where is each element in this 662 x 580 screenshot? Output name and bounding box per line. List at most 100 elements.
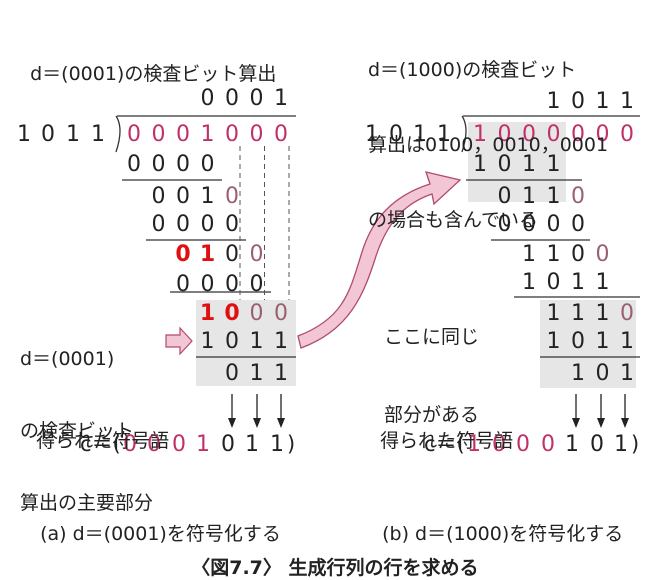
left-step-digit: 0 xyxy=(225,212,239,237)
left-title: d＝(0001)の検査ビット算出 xyxy=(30,63,277,85)
right-step-digit: 0 xyxy=(571,329,585,354)
right-step-digit: 1 xyxy=(547,184,561,209)
left-step-digit: 0 xyxy=(152,184,166,209)
left-step-digit: 1 xyxy=(201,184,215,209)
left-step-digit: 0 xyxy=(250,272,264,297)
left-dividend-digit: 0 xyxy=(274,122,288,147)
left-step-digit: 0 xyxy=(175,242,190,267)
right-dividend-digit: 0 xyxy=(522,122,536,147)
left-codeword-digit: 0 xyxy=(221,432,235,457)
left-step-digit: 0 xyxy=(225,361,239,386)
left-caption: (a) d＝(0001)を符号化する xyxy=(40,523,281,545)
right-divisor-digit: 1 xyxy=(437,122,451,147)
right-title-line-3: の場合も含んでいる xyxy=(368,209,539,231)
right-dividend-digit: 0 xyxy=(620,122,634,147)
right-shade-bottom xyxy=(540,300,636,388)
right-step-digit: 1 xyxy=(596,329,610,354)
right-step-digit: 0 xyxy=(596,361,610,386)
left-shade-main xyxy=(196,300,296,360)
right-result-label: 得られた符号語 xyxy=(380,430,514,452)
left-step-digit: 0 xyxy=(201,212,215,237)
left-step-digit: 0 xyxy=(225,242,239,267)
left-division-bracket xyxy=(115,115,121,153)
left-step-digit: 0 xyxy=(225,272,239,297)
left-codeword-digit: 0 xyxy=(172,432,186,457)
left-step-digit: 0 xyxy=(250,242,264,267)
right-shade-top xyxy=(468,122,566,202)
right-divisor-digit: 1 xyxy=(365,122,379,147)
right-codeword-digit: 0 xyxy=(516,432,530,457)
left-step-digit: 0 xyxy=(225,329,239,354)
right-step-digit: 0 xyxy=(571,184,585,209)
right-dividend-digit: 0 xyxy=(498,122,512,147)
right-title-line-2: 算出は0100，0010，0001 xyxy=(368,134,609,156)
left-divisor-digit: 1 xyxy=(17,122,31,147)
left-pointer-arrow xyxy=(165,326,193,356)
left-step-digit: 1 xyxy=(201,329,215,354)
right-down-arrowhead xyxy=(572,418,580,428)
right-step-digit: 0 xyxy=(547,212,561,237)
right-dividend-digit: 0 xyxy=(547,122,561,147)
right-step-digit: 1 xyxy=(620,361,634,386)
right-step-digit: 1 xyxy=(596,270,610,295)
right-divisor-digit: 0 xyxy=(389,122,403,147)
left-step-digit: 1 xyxy=(200,301,215,326)
right-caption: (b) d＝(1000)を符号化する xyxy=(382,523,624,545)
right-step-digit: 0 xyxy=(571,212,585,237)
left-codeword-digit: 0 xyxy=(147,432,161,457)
right-codeword-prefix: c＝( xyxy=(424,432,465,456)
left-codeword-prefix: c＝( xyxy=(80,432,121,456)
right-codeword-digit: 0 xyxy=(492,432,506,457)
arrows-layer xyxy=(165,171,629,428)
left-result-label: 得られた符号語 xyxy=(36,430,170,452)
left-quotient-digit: 0 xyxy=(250,86,264,111)
left-divisor-digit: 0 xyxy=(41,122,55,147)
left-step-digit: 1 xyxy=(250,329,264,354)
curved-link-arrow xyxy=(297,171,462,349)
left-step-digit: 0 xyxy=(225,184,239,209)
right-divisor-digit: 1 xyxy=(413,122,427,147)
right-step-digit: 1 xyxy=(571,270,585,295)
left-down-arrowhead xyxy=(277,418,285,428)
right-note: ここに同じ 部分がある xyxy=(384,272,479,454)
right-codeword-digit: 0 xyxy=(541,432,555,457)
right-step-digit: 1 xyxy=(571,301,585,326)
left-divisor-digit: 1 xyxy=(66,122,80,147)
left-codeword-digit: 1 xyxy=(270,432,284,457)
left-codeword-digit: 1 xyxy=(196,432,210,457)
right-step-digit: 0 xyxy=(498,152,512,177)
left-codeword-digit: 0 xyxy=(123,432,137,457)
left-down-arrowhead xyxy=(228,418,236,428)
right-codeword-digit: 1 xyxy=(565,432,579,457)
left-down-arrowhead xyxy=(253,418,261,428)
figure-caption: 〈図7.7〉 生成行列の行を求める xyxy=(191,557,479,579)
right-quotient-digit: 1 xyxy=(620,89,634,114)
right-title: d＝(1000)の検査ビット 算出は0100，0010，0001 の場合も含んで… xyxy=(368,8,608,258)
right-step-digit: 0 xyxy=(522,212,536,237)
right-step-digit: 0 xyxy=(620,301,634,326)
right-step-digit: 0 xyxy=(498,184,512,209)
left-step-digit: 0 xyxy=(274,301,288,326)
left-step-digit: 0 xyxy=(224,301,239,326)
left-dividend-digit: 0 xyxy=(250,122,264,147)
left-dividend-digit: 0 xyxy=(127,122,141,147)
left-step-digit: 0 xyxy=(152,212,166,237)
right-step-digit: 1 xyxy=(620,329,634,354)
right-quotient-digit: 0 xyxy=(571,89,585,114)
right-step-digit: 1 xyxy=(547,152,561,177)
right-step-digit: 0 xyxy=(498,212,512,237)
left-step-digit: 0 xyxy=(250,301,264,326)
left-step-digit: 1 xyxy=(274,329,288,354)
left-step-digit: 0 xyxy=(201,152,215,177)
left-codeword-suffix: ) xyxy=(287,432,295,456)
right-step-digit: 1 xyxy=(547,242,561,267)
left-quotient-digit: 1 xyxy=(274,86,288,111)
right-dividend-digit: 0 xyxy=(596,122,610,147)
right-dividend-digit: 0 xyxy=(571,122,585,147)
right-step-digit: 1 xyxy=(473,152,487,177)
right-step-digit: 0 xyxy=(547,270,561,295)
left-dividend-digit: 0 xyxy=(152,122,166,147)
right-step-digit: 1 xyxy=(522,184,536,209)
right-step-digit: 1 xyxy=(547,329,561,354)
